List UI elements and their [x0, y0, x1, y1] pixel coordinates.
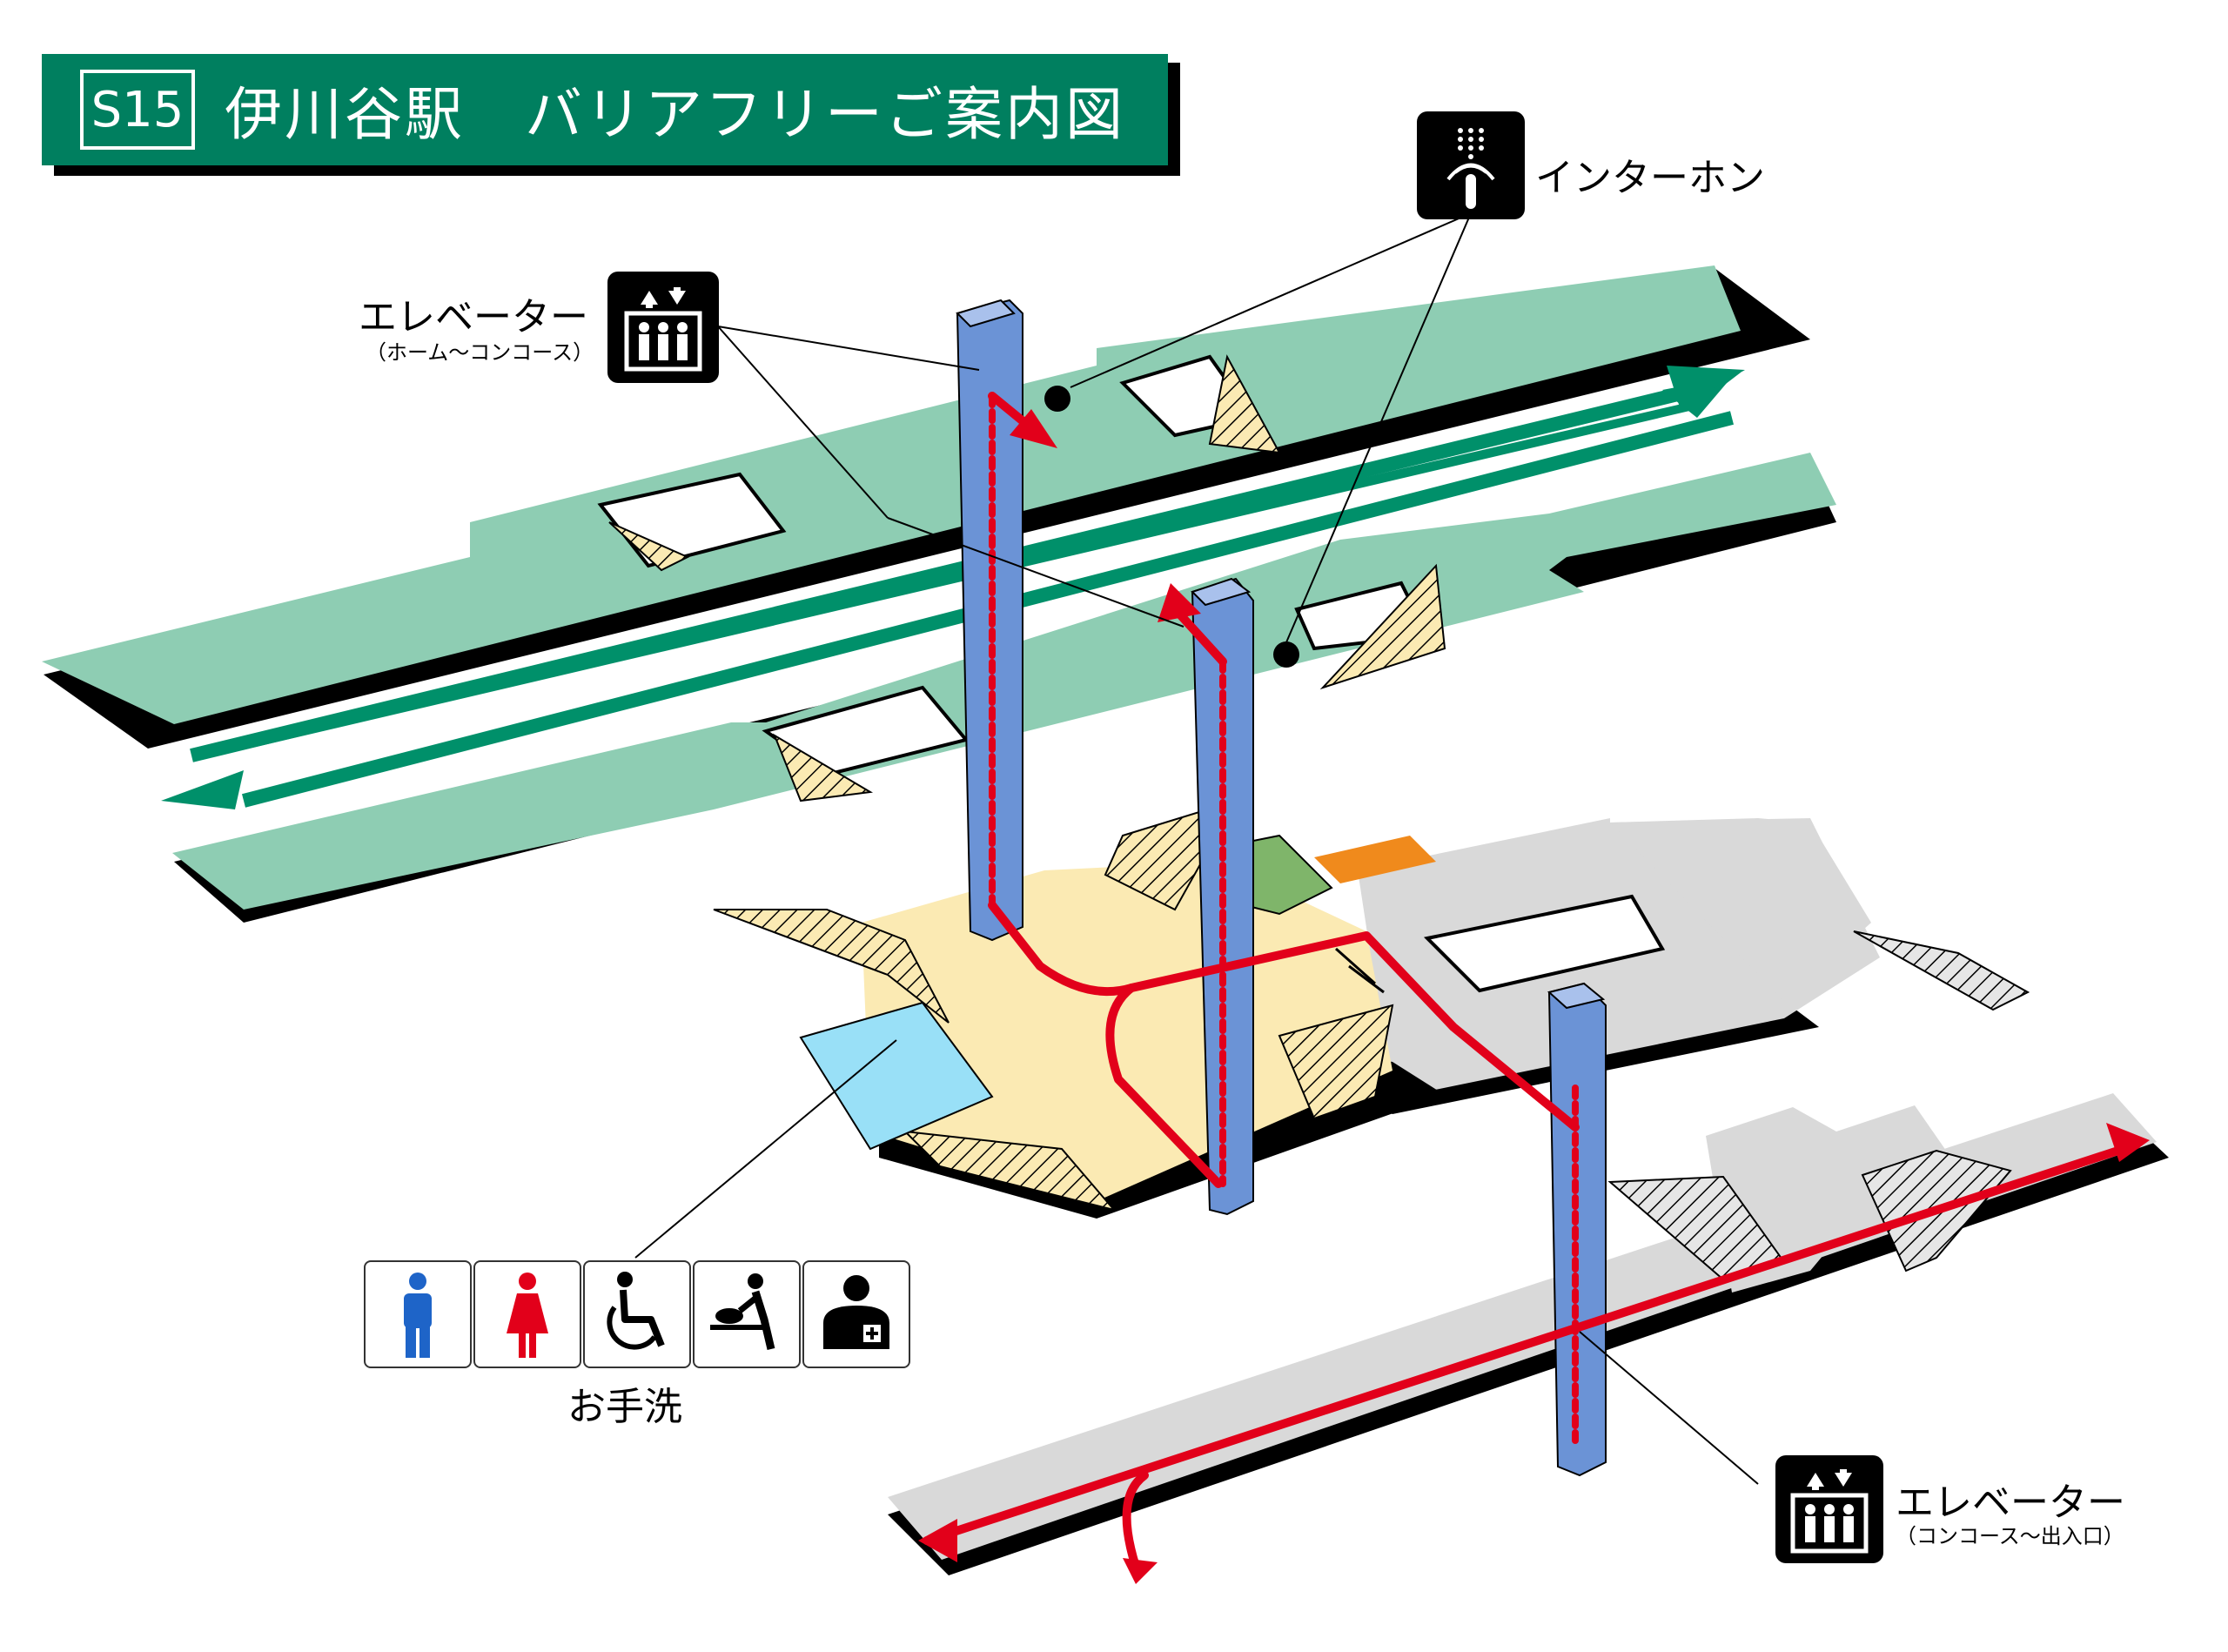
- womens-toilet-icon: [473, 1260, 581, 1368]
- elevator-icon: [607, 272, 719, 383]
- toilet-area: [799, 1001, 994, 1151]
- toilet-label: お手洗: [567, 1385, 682, 1429]
- toilet-amenity-icons: [364, 1260, 912, 1368]
- page-title: 伊川谷駅 バリアフリーご案内図: [225, 81, 1125, 148]
- intercom-marker-front: [1273, 641, 1299, 668]
- intercom-marker-back: [1044, 386, 1070, 412]
- baby-changing-icon: [693, 1260, 801, 1368]
- intercom-icon: [1417, 111, 1525, 219]
- station-code: S15: [80, 70, 195, 150]
- mens-toilet-icon: [364, 1260, 472, 1368]
- elevator-sub-exit: （コンコース〜出入口）: [1896, 1524, 2124, 1548]
- route-arrowheads: [918, 409, 2150, 1584]
- elevator-label-exit: エレベーター: [1896, 1481, 2125, 1525]
- ostomate-icon: [802, 1260, 910, 1368]
- intercom-label: インターホン: [1535, 156, 1765, 200]
- elevator-label-platform: エレベーター: [359, 295, 588, 339]
- orange-room: [1314, 836, 1436, 883]
- leader-lines: [634, 212, 1759, 1485]
- platform-level: [42, 265, 1836, 923]
- accessible-route: [923, 392, 2141, 1571]
- title-bar: S15 伊川谷駅 バリアフリーご案内図: [42, 54, 1168, 165]
- wheelchair-icon: [583, 1260, 691, 1368]
- elevator-sub-platform: （ホーム〜コンコース）: [366, 340, 594, 365]
- elevator-icon-exit: [1775, 1455, 1883, 1563]
